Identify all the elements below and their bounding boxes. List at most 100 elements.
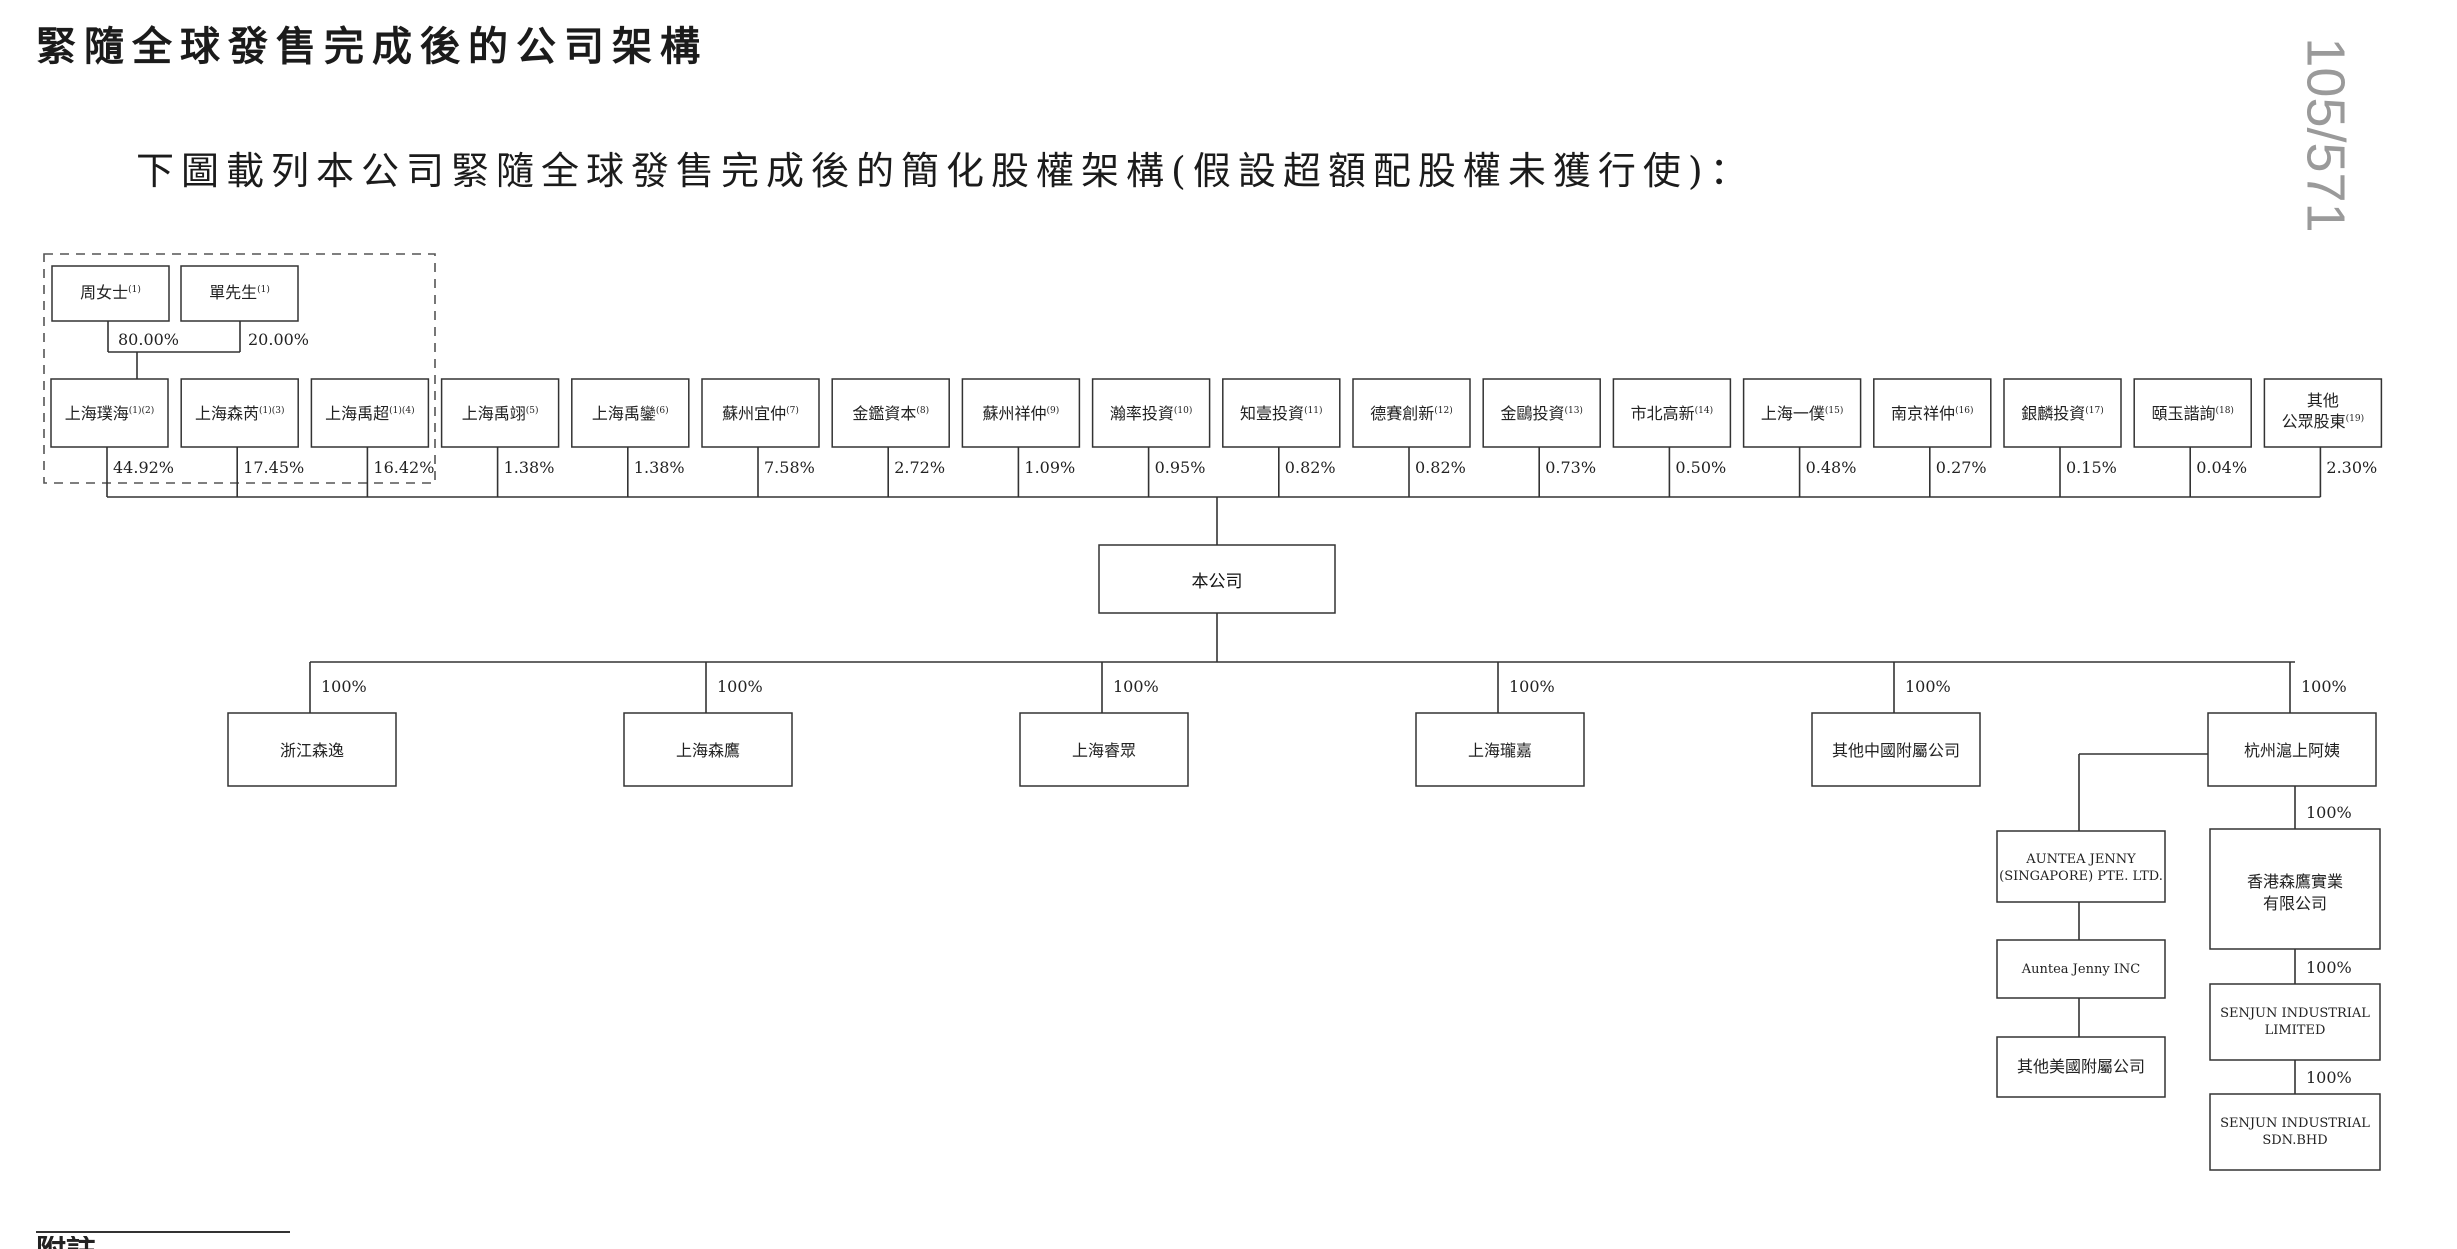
shareholding-percent: 0.95%	[1155, 458, 1206, 477]
hangzhou-child-label: 有限公司	[2263, 894, 2327, 913]
subsidiary-percent: 100%	[2301, 677, 2347, 696]
shareholder-box	[310, 378, 430, 448]
box-label: 德賽創新(12)	[1370, 404, 1453, 423]
shareholding-percent: 0.04%	[2196, 458, 2247, 477]
shareholder-box	[1742, 378, 1862, 448]
hangzhou-child-box	[1996, 939, 2166, 999]
hangzhou-child-box	[2209, 1093, 2381, 1171]
shareholding-percent: 7.58%	[764, 458, 815, 477]
hangzhou-child-label: SENJUN INDUSTRIAL	[2220, 1116, 2370, 1131]
hangzhou-child-percent: 100%	[2306, 803, 2352, 822]
subsidiary-box	[1811, 712, 1981, 787]
box-label: 頤玉諧詢(18)	[2151, 404, 2234, 423]
page-title: 緊隨全球發售完成後的公司架構	[36, 24, 708, 70]
shareholder-box	[701, 378, 820, 448]
box-label: 其他	[2307, 391, 2339, 410]
subsidiary-label: 上海睿眾	[1072, 741, 1136, 760]
hangzhou-child-label: (SINGAPORE) PTE. LTD.	[1999, 869, 2163, 884]
subsidiary-box	[623, 712, 793, 787]
subsidiary-percent: 100%	[717, 677, 763, 696]
hangzhou-child-label: AUNTEA JENNY	[2025, 852, 2136, 867]
subsidiary-label: 杭州滬上阿姨	[2244, 741, 2340, 760]
shareholder-box	[180, 378, 299, 448]
shareholding-percent: 1.38%	[504, 458, 555, 477]
subsidiary-label: 上海森鷹	[676, 741, 740, 760]
shareholding-percent: 0.82%	[1285, 458, 1336, 477]
shareholding-percent: 0.27%	[1936, 458, 1987, 477]
hangzhou-child-label: SENJUN INDUSTRIAL	[2220, 1006, 2370, 1021]
box-label: 南京祥仲(16)	[1891, 404, 1974, 423]
footer-divider	[36, 1231, 290, 1233]
controlling-group-outline	[43, 253, 436, 484]
hangzhou-child-label: 香港森鷹實業	[2247, 872, 2343, 891]
hangzhou-child-box	[1996, 1036, 2166, 1098]
box-label: 上海森芮(1)(3)	[195, 404, 285, 423]
box-label: 蘇州祥仲(9)	[983, 404, 1060, 423]
shareholding-percent: 0.50%	[1675, 458, 1726, 477]
box-label: 金鑑資本(8)	[852, 404, 929, 423]
box-label: 上海一僕(15)	[1761, 404, 1844, 423]
shareholder-box	[831, 378, 950, 448]
subsidiary-box	[1019, 712, 1189, 787]
subsidiary-box	[227, 712, 397, 787]
subsidiary-label: 其他中國附屬公司	[1832, 741, 1960, 760]
shareholder-box	[1222, 378, 1341, 448]
hangzhou-child-percent: 100%	[2306, 958, 2352, 977]
shareholder-box	[50, 378, 169, 448]
footer-note: 附註	[36, 1236, 96, 1249]
box-label: 蘇州宜仲(7)	[722, 404, 799, 423]
shareholding-percent: 0.82%	[1415, 458, 1466, 477]
shareholder-box	[1873, 378, 1992, 448]
shareholder-box	[1091, 378, 1211, 448]
box-label: 公眾股東(19)	[2282, 412, 2365, 431]
shareholder-box	[2263, 378, 2383, 448]
subsidiary-label: 浙江森逸	[280, 741, 344, 760]
founder-share-label: 80.00%	[118, 330, 179, 349]
intro-text: 下圖載列本公司緊隨全球發售完成後的簡化股權架構(假設超額配股權未獲行使)：	[136, 149, 1755, 193]
box-label: 上海禹翊(5)	[462, 404, 539, 423]
subsidiary-percent: 100%	[1509, 677, 1555, 696]
shareholder-box	[2003, 378, 2122, 448]
shareholding-percent: 1.38%	[634, 458, 685, 477]
shareholding-percent: 0.15%	[2066, 458, 2117, 477]
subsidiary-label: 上海瓏嘉	[1468, 741, 1532, 760]
shareholder-box	[961, 378, 1081, 448]
hangzhou-child-label: LIMITED	[2265, 1023, 2326, 1038]
box-label: 金鷗投資(13)	[1500, 404, 1583, 423]
hangzhou-child-box	[2209, 983, 2381, 1061]
box-label: 銀麟投資(17)	[2021, 404, 2104, 423]
shareholder-box	[1612, 378, 1732, 448]
box-label: 上海禹鑾(6)	[592, 404, 669, 423]
subsidiary-percent: 100%	[1113, 677, 1159, 696]
subsidiary-box	[1415, 712, 1585, 787]
shareholding-percent: 44.92%	[113, 458, 174, 477]
shareholding-percent: 0.48%	[1806, 458, 1857, 477]
company-box	[1098, 544, 1336, 614]
shareholder-box	[1482, 378, 1601, 448]
shareholder-box	[440, 378, 560, 448]
company-label: 本公司	[1192, 572, 1243, 592]
shareholding-percent: 0.73%	[1545, 458, 1596, 477]
box-label: 知壹投資(11)	[1240, 404, 1323, 423]
subsidiary-box	[2207, 712, 2377, 787]
subsidiary-percent: 100%	[321, 677, 367, 696]
hangzhou-child-box	[1996, 830, 2166, 903]
founder-share-label: 20.00%	[248, 330, 309, 349]
shareholder-box	[2133, 378, 2252, 448]
founder-box	[180, 265, 299, 322]
shareholding-percent: 16.42%	[373, 458, 434, 477]
hangzhou-child-label: SDN.BHD	[2262, 1133, 2327, 1148]
box-label: 上海璞海(1)(2)	[65, 404, 155, 423]
founder-box	[51, 265, 170, 322]
hangzhou-child-percent: 100%	[2306, 1068, 2352, 1087]
box-label: 瀚率投資(10)	[1110, 404, 1193, 423]
shareholding-percent: 2.30%	[2326, 458, 2377, 477]
shareholder-box	[571, 378, 690, 448]
shareholding-percent: 2.72%	[894, 458, 945, 477]
shareholding-percent: 17.45%	[243, 458, 304, 477]
subsidiary-percent: 100%	[1905, 677, 1951, 696]
shareholding-percent: 1.09%	[1024, 458, 1075, 477]
box-label: 單先生(1)	[209, 283, 270, 302]
hangzhou-child-box	[2209, 828, 2381, 950]
